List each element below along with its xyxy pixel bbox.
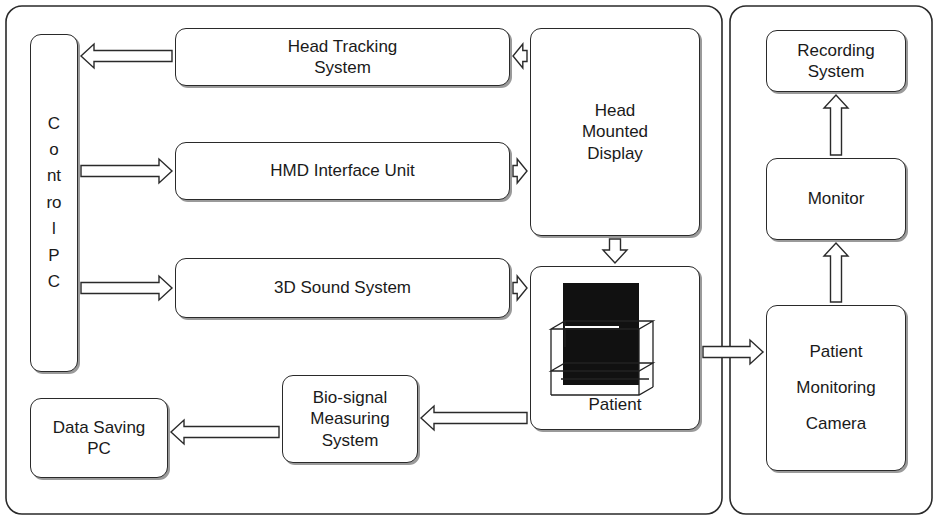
- system-panel: [6, 6, 722, 514]
- block-arrow: [81, 159, 172, 183]
- block-arrow: [603, 239, 627, 263]
- monitoring-panel: [730, 6, 932, 514]
- box-label: Head Tracking System: [268, 36, 418, 79]
- box-label: Patient Monitoring Camera: [786, 334, 886, 441]
- block-arrow: [513, 276, 527, 300]
- box-label: 3D Sound System: [274, 277, 411, 298]
- process-box: Bio-signal Measuring System: [282, 375, 418, 463]
- box-label: Bio-signal Measuring System: [295, 387, 405, 451]
- process-box: Head Tracking System: [175, 28, 510, 86]
- box-label: Monitor: [808, 188, 865, 209]
- box-label: Recording System: [786, 40, 886, 83]
- block-arrow: [513, 159, 527, 183]
- box-label: Patient: [589, 394, 642, 415]
- box-label: Head Mounted Display: [570, 100, 660, 164]
- block-arrow: [824, 95, 848, 155]
- camera-box: Patient Monitoring Camera: [766, 305, 906, 471]
- process-box: 3D Sound System: [175, 258, 510, 318]
- process-box: HMD Interface Unit: [175, 142, 510, 200]
- block-arrow: [171, 420, 279, 444]
- block-arrow: [81, 276, 172, 300]
- box-label: Data Saving PC: [44, 417, 154, 460]
- block-arrow: [81, 44, 172, 68]
- block-arrow: [513, 44, 527, 68]
- process-box: Monitor: [766, 158, 906, 240]
- process-box: Data Saving PC: [30, 398, 168, 478]
- process-box: Recording System: [766, 30, 906, 92]
- block-arrow: [824, 243, 848, 302]
- box-label: HMD Interface Unit: [270, 160, 415, 181]
- patient-box: Patient: [530, 266, 700, 430]
- display-box: Head Mounted Display: [530, 28, 700, 236]
- block-arrow: [421, 406, 527, 430]
- vertical-label: Control PC: [46, 111, 63, 295]
- control-pc-box: Control PC: [30, 34, 78, 372]
- block-arrow: [703, 340, 763, 364]
